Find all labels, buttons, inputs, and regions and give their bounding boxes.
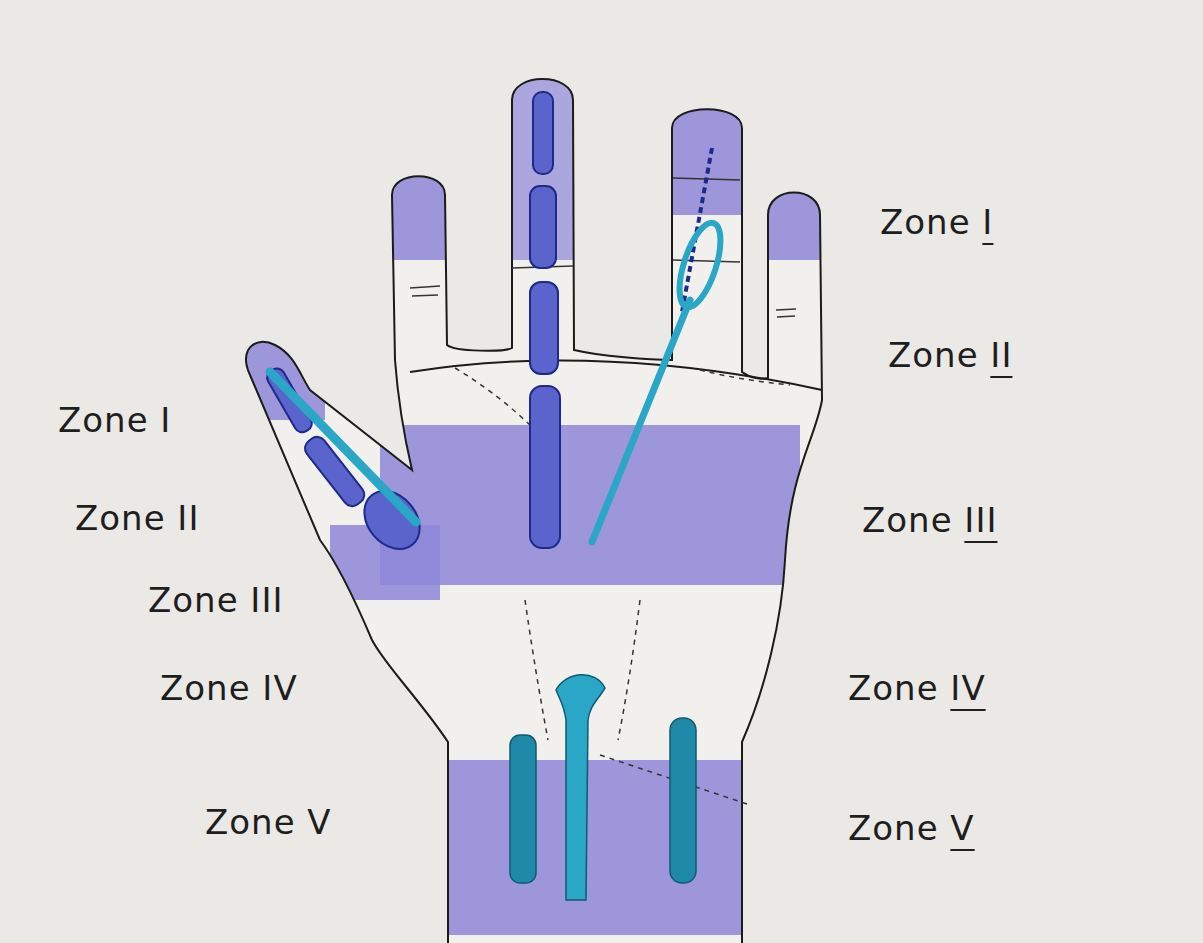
zone-label: Zone II [888,338,1012,372]
zone-label: Zone III [862,503,997,537]
tendon-loop [671,218,729,312]
crease [777,316,795,317]
tendon [670,718,696,883]
zone-label: Zone II [75,501,199,535]
numeral-underline [982,243,993,245]
crease [776,309,796,310]
zone-label: Zone V [848,811,975,845]
thumb-bones [264,366,431,560]
zone-label: Zone III [148,583,283,617]
numeral-underline [950,849,974,851]
tendon [556,675,605,900]
metacarpal [530,386,560,548]
zone-label: Zone IV [848,671,986,705]
zone-label: Zone V [205,805,332,839]
numeral-underline [990,376,1012,378]
distal-phalanx [533,92,553,174]
hand-outline [246,79,822,943]
middle-finger-bones [530,92,560,548]
tendon [510,735,536,883]
zone-five-band [430,760,760,935]
thumb-tendon [270,372,416,522]
dashed-line [525,600,548,740]
dashed-line [618,600,640,740]
numeral-underline [964,541,997,543]
dashed-line [455,368,535,430]
numeral-underline [950,709,985,711]
crease [412,295,438,296]
middle-phalanx [530,186,556,268]
hand-fill [246,79,822,943]
index-tip [385,165,450,260]
zone-three-band [380,425,800,585]
zone-label: Zone IV [160,671,298,705]
dashed-line [700,370,790,385]
wrist-tendons [510,675,696,900]
finger-creases [410,178,796,317]
palm-crease [410,360,822,390]
palm-lines [455,368,790,805]
zone-label: Zone I [880,205,993,239]
crease [410,286,440,288]
zone-label: Zone I [58,403,171,437]
ring-tendon [592,300,690,542]
proximal-phalanx [530,282,558,374]
